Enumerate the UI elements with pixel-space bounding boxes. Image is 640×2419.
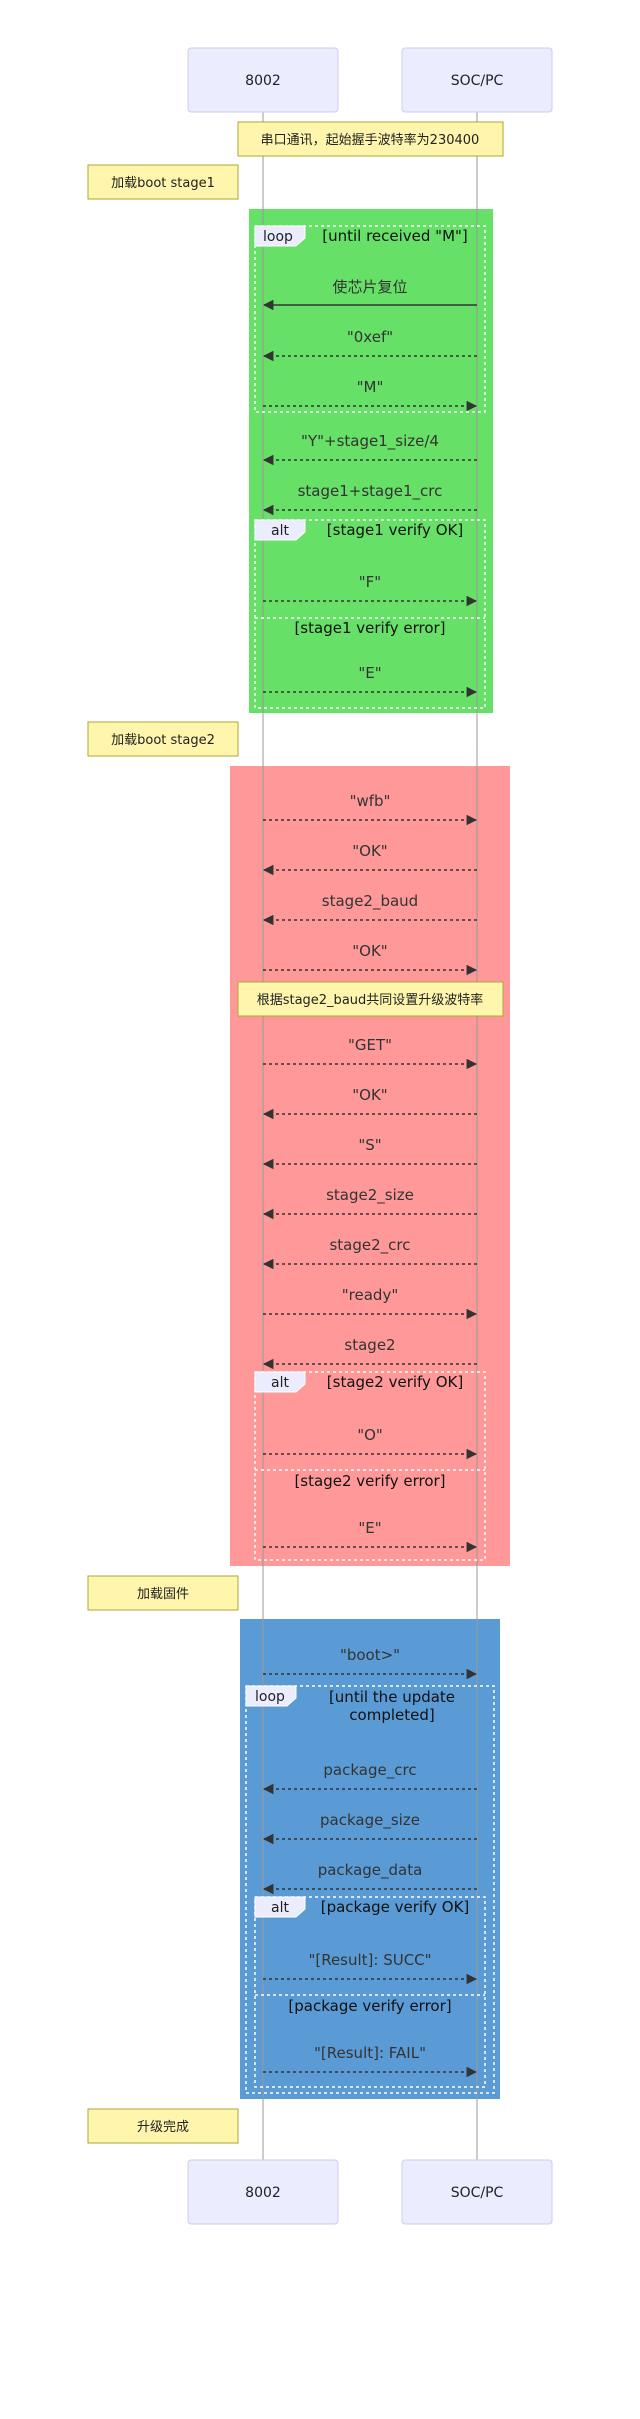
message-label: stage2	[344, 1336, 395, 1354]
loop-condition-line1: [until the update	[329, 1688, 455, 1706]
loop-label: loop	[263, 229, 293, 245]
note-stage2: 加载boot stage2	[87, 721, 239, 757]
message-label: stage1+stage1_crc	[298, 482, 443, 501]
message-label: "M"	[357, 378, 384, 396]
loop-condition-line2: completed]	[349, 1706, 434, 1724]
message-wfb: "wfb"	[263, 792, 478, 826]
message-stage1-crc: stage1+stage1_crc	[262, 482, 477, 516]
message-label: "boot>"	[340, 1646, 400, 1664]
message-label: stage2_crc	[329, 1236, 410, 1255]
message-stage2: stage2	[262, 1336, 477, 1370]
message-package-size: package_size	[262, 1811, 477, 1845]
alt-else-condition: [stage2 verify error]	[294, 1472, 445, 1490]
message-label: "GET"	[348, 1036, 392, 1054]
message-label: stage2_size	[326, 1186, 414, 1205]
message-Y: "Y"+stage1_size/4	[262, 432, 477, 466]
message-get: "GET"	[263, 1036, 478, 1070]
alt-frame-3: alt [package verify OK] [package verify …	[254, 1896, 486, 2088]
message-package-crc: package_crc	[262, 1761, 477, 1795]
stage2-background	[230, 766, 510, 1566]
message-stage2-size: stage2_size	[262, 1186, 477, 1220]
message-label: "Y"+stage1_size/4	[301, 432, 439, 451]
note-done-text: 升级完成	[137, 2120, 189, 2135]
loop-frame-1: loop [until received "M"]	[254, 225, 486, 413]
note-done: 升级完成	[87, 2108, 239, 2144]
alt-label: alt	[271, 1900, 289, 1916]
alt-condition: [package verify OK]	[321, 1898, 470, 1916]
message-package-data: package_data	[262, 1861, 477, 1895]
message-stage2-baud: stage2_baud	[262, 892, 477, 926]
message-ok2: "OK"	[263, 942, 478, 976]
note-baud: 根据stage2_baud共同设置升级波特率	[237, 981, 504, 1017]
message-label: "F"	[359, 573, 381, 591]
message-ok3: "OK"	[262, 1086, 477, 1120]
alt-frame-2: alt [stage2 verify OK] [stage2 verify er…	[254, 1371, 486, 1561]
message-boot: "boot>"	[263, 1646, 478, 1680]
message-stage2-crc: stage2_crc	[262, 1236, 477, 1270]
alt-else-condition: [package verify error]	[288, 1997, 451, 2015]
message-label: "E"	[358, 664, 381, 682]
loop-condition: [until received "M"]	[322, 227, 468, 245]
alt-condition: [stage1 verify OK]	[327, 521, 463, 539]
actor-8002-label: 8002	[245, 73, 281, 89]
actor-socpc-label: SOC/PC	[451, 2185, 504, 2201]
actor-socpc-top: SOC/PC	[401, 47, 553, 113]
note-stage1-text: 加载boot stage1	[111, 176, 215, 191]
note-stage2-text: 加载boot stage2	[111, 733, 215, 748]
message-label: "0xef"	[347, 328, 393, 346]
message-ok1: "OK"	[262, 842, 477, 876]
message-O: "O"	[263, 1426, 478, 1460]
message-label: "[Result]: FAIL"	[314, 2044, 426, 2062]
message-ready: "ready"	[263, 1286, 478, 1320]
message-result-fail: "[Result]: FAIL"	[263, 2044, 478, 2078]
message-label: "O"	[357, 1426, 383, 1444]
message-label: 使芯片复位	[332, 278, 407, 296]
message-label: "S"	[358, 1136, 381, 1154]
message-E1: "E"	[263, 664, 478, 698]
message-E2: "E"	[263, 1519, 478, 1553]
alt-condition: [stage2 verify OK]	[327, 1373, 463, 1391]
message-label: package_crc	[323, 1761, 416, 1780]
message-label: package_data	[318, 1861, 423, 1880]
note-baud-text: 根据stage2_baud共同设置升级波特率	[257, 992, 484, 1008]
message-label: "E"	[358, 1519, 381, 1537]
message-label: "wfb"	[350, 792, 391, 810]
message-0xef: "0xef"	[262, 328, 477, 362]
actor-8002-label: 8002	[245, 2185, 281, 2201]
message-label: package_size	[320, 1811, 420, 1830]
message-result-succ: "[Result]: SUCC"	[263, 1951, 478, 1985]
note-serial: 串口通讯，起始握手波特率为230400	[237, 121, 504, 157]
actor-socpc-bottom: SOC/PC	[401, 2159, 553, 2225]
actor-8002-bottom: 8002	[187, 2159, 339, 2225]
alt-frame-1: alt [stage1 verify OK] [stage1 verify er…	[254, 519, 486, 709]
actor-8002-top: 8002	[187, 47, 339, 113]
message-label: "OK"	[352, 1086, 387, 1104]
message-label: stage2_baud	[322, 892, 418, 911]
message-label: "[Result]: SUCC"	[308, 1951, 431, 1969]
actor-socpc-label: SOC/PC	[451, 73, 504, 89]
note-firmware-text: 加载固件	[137, 1587, 189, 1602]
alt-label: alt	[271, 523, 289, 539]
message-label: "OK"	[352, 942, 387, 960]
message-label: "OK"	[352, 842, 387, 860]
loop-label: loop	[255, 1689, 285, 1705]
note-firmware: 加载固件	[87, 1575, 239, 1611]
note-serial-text: 串口通讯，起始握手波特率为230400	[261, 132, 480, 148]
message-S: "S"	[262, 1136, 477, 1170]
loop-frame-2: loop [until the update completed]	[245, 1685, 495, 2094]
alt-label: alt	[271, 1375, 289, 1391]
note-stage1: 加载boot stage1	[87, 164, 239, 200]
message-M: "M"	[263, 378, 478, 412]
message-F: "F"	[263, 573, 478, 607]
alt-else-condition: [stage1 verify error]	[294, 619, 445, 637]
message-reset: 使芯片复位	[262, 278, 477, 311]
message-label: "ready"	[342, 1286, 398, 1304]
stage1-background	[249, 209, 493, 713]
